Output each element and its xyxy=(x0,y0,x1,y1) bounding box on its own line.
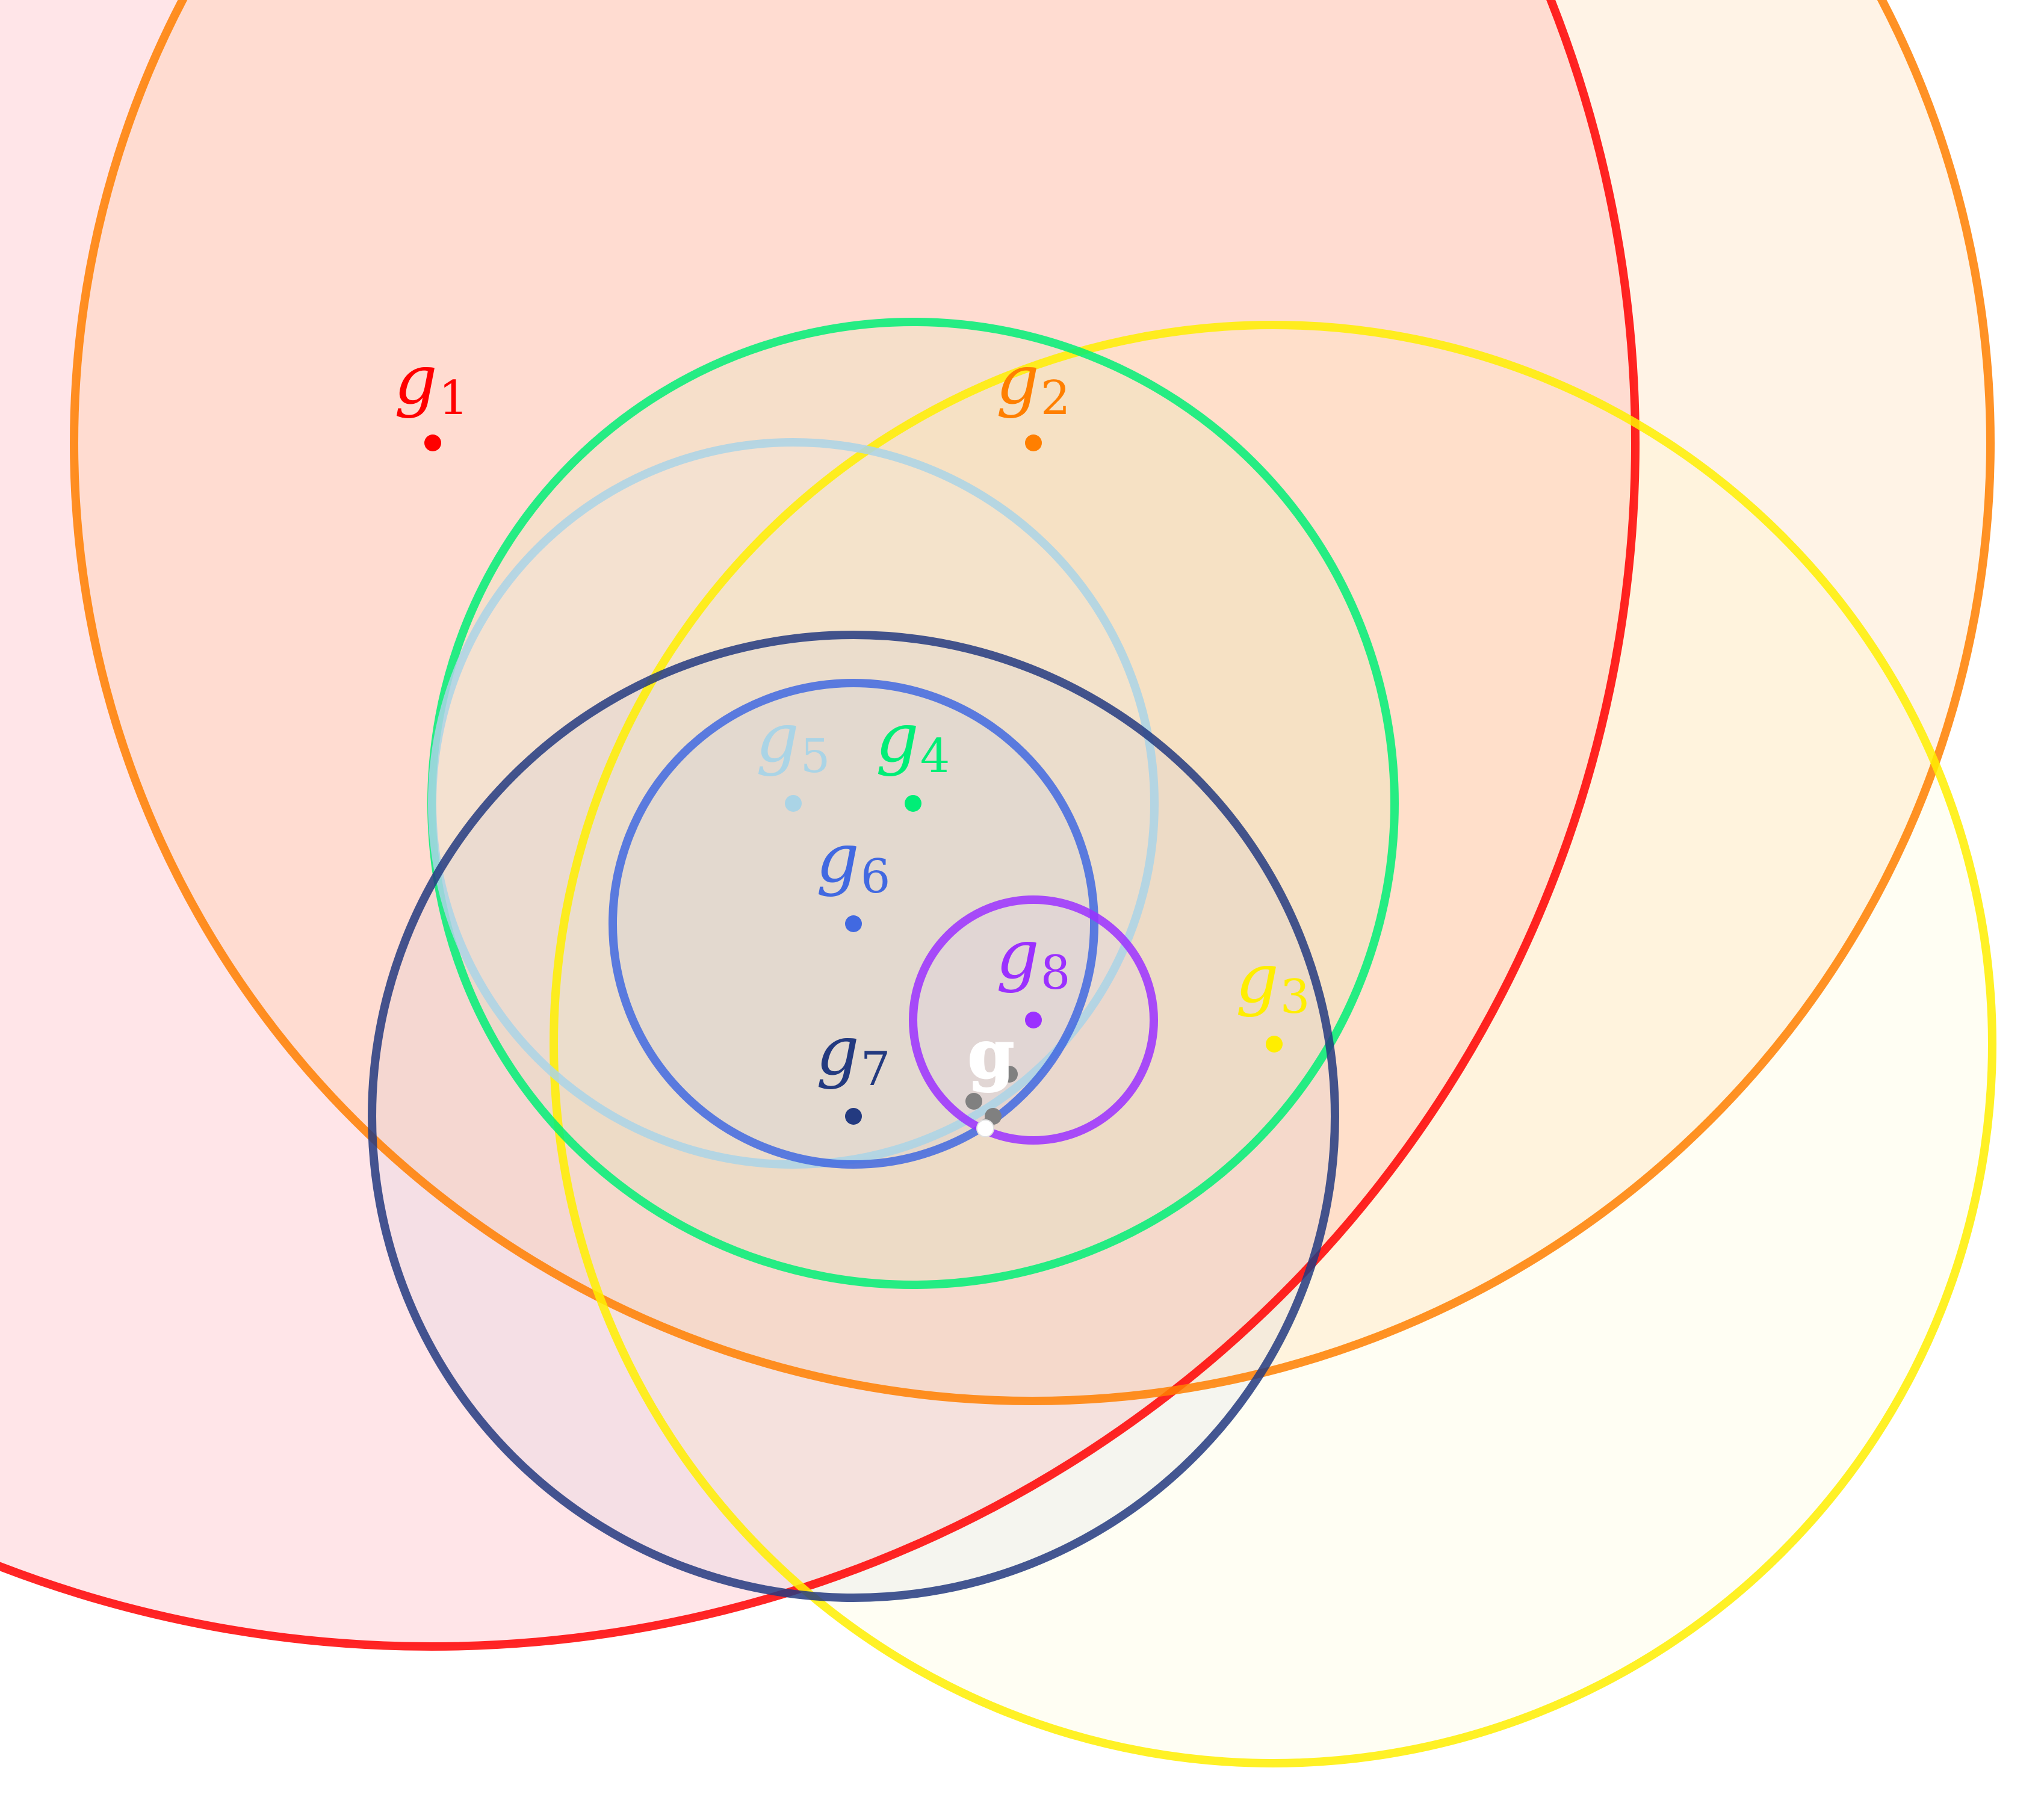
path-point xyxy=(965,1093,982,1110)
g5-center-point xyxy=(785,795,802,812)
g5-label: g5 xyxy=(756,699,830,784)
g4-label: g4 xyxy=(876,699,950,784)
g8-center-point xyxy=(1025,1012,1042,1028)
g6-circle xyxy=(609,679,1098,1169)
g8-label: g8 xyxy=(996,916,1070,1000)
g8-circle xyxy=(909,895,1158,1145)
g1-circle xyxy=(0,0,1640,1651)
circle-fills xyxy=(0,0,1992,1763)
g2-label: g2 xyxy=(996,341,1070,425)
g7-circle xyxy=(368,631,1339,1602)
g6-label: g6 xyxy=(816,820,890,904)
path-point xyxy=(1001,1066,1018,1083)
g6-center-point xyxy=(845,915,862,932)
barycenter-point xyxy=(976,1119,994,1137)
g2-center-point xyxy=(1025,434,1042,451)
circle-labels: g1 g2 g3 g4 g5 g6 g7 g8 xyxy=(394,341,1310,1096)
g1-label: g1 xyxy=(394,341,468,425)
circle-centers xyxy=(424,434,1283,1125)
g7-label: g7 xyxy=(816,1012,890,1096)
g3-label: g3 xyxy=(1236,940,1310,1024)
g4-center-point xyxy=(905,795,921,812)
g1-disc-fill xyxy=(0,0,1635,1646)
g2-circle xyxy=(70,0,1995,1405)
g1-center-point xyxy=(424,434,441,451)
circle-outlines xyxy=(0,0,1996,1767)
g5-circle xyxy=(428,438,1159,1169)
g7-center-point xyxy=(845,1108,862,1125)
barycenter-label: g xyxy=(968,1015,1014,1093)
g3-circle xyxy=(550,321,1996,1767)
g3-center-point xyxy=(1266,1036,1283,1053)
